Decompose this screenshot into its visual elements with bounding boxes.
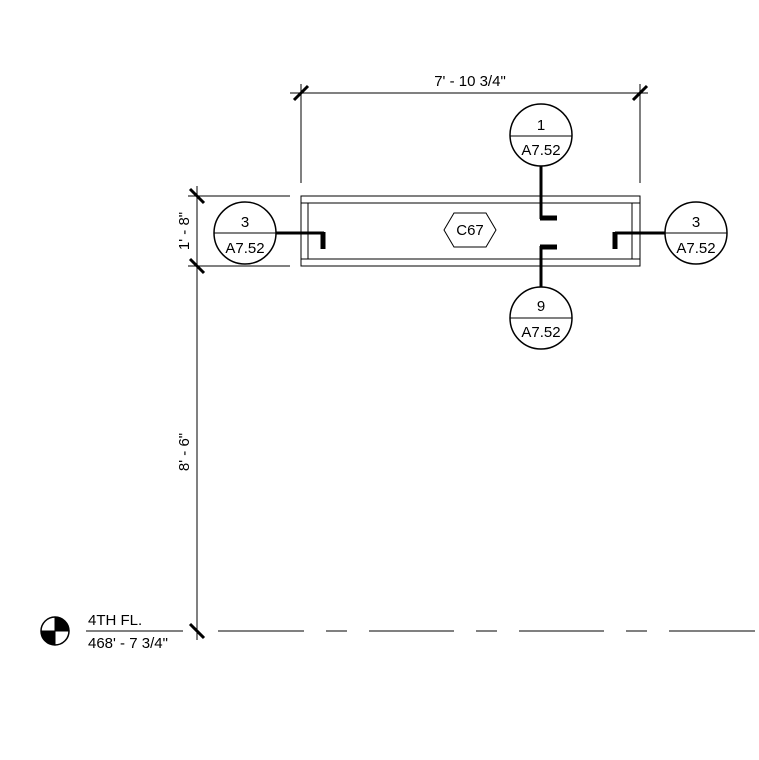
level-name: 4TH FL. <box>88 612 142 629</box>
overall-width-label: 7' - 10 3/4" <box>434 73 506 90</box>
section-marker-number: 9 <box>537 298 545 315</box>
section-marker-sheet: A7.52 <box>521 324 560 341</box>
section-marker-sheet: A7.52 <box>676 240 715 257</box>
level-datum-quadrant-bottom-left <box>41 631 55 645</box>
overall-width-dimension <box>290 84 649 183</box>
tick-mark-top <box>188 187 206 205</box>
section-marker-bottom[interactable]: 9 A7.52 <box>509 244 573 350</box>
element-tag-hexagon[interactable] <box>443 212 497 248</box>
section-marker-number: 1 <box>537 117 545 134</box>
section-marker-circle <box>509 103 573 167</box>
height-to-level-dimension <box>188 266 206 640</box>
section-marker-sheet: A7.52 <box>225 240 264 257</box>
tick-mark-left <box>292 84 310 102</box>
element-tag-label: C67 <box>456 222 484 239</box>
section-marker-top[interactable]: 1 A7.52 <box>509 103 573 221</box>
element-height-label: 1' - 8" <box>176 212 193 250</box>
section-marker-sheet: A7.52 <box>521 142 560 159</box>
section-marker-number: 3 <box>241 214 249 231</box>
element-height-dimension <box>188 186 290 275</box>
section-marker-number: 3 <box>692 214 700 231</box>
level-datum-icon[interactable] <box>40 616 70 646</box>
level-elevation: 468' - 7 3/4" <box>88 635 168 652</box>
tick-mark-bottom <box>188 622 206 640</box>
height-to-level-label: 8' - 6" <box>176 433 193 471</box>
level-datum-quadrant-top-right <box>55 617 69 631</box>
tick-mark-right <box>631 84 649 102</box>
building-element <box>300 195 641 267</box>
section-marker-right[interactable]: 3 A7.52 <box>612 201 728 265</box>
element-outer-outline <box>300 195 641 267</box>
section-marker-left[interactable]: 3 A7.52 <box>213 201 326 265</box>
